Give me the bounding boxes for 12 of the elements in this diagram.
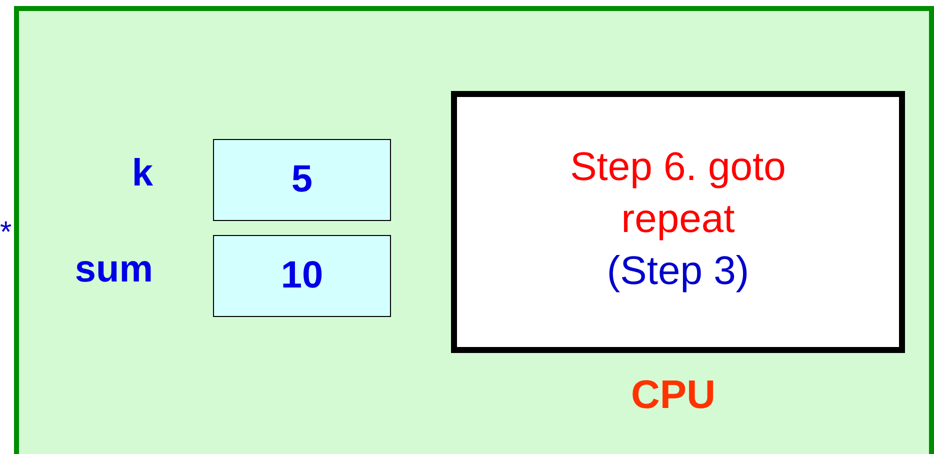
instruction-box bbox=[451, 91, 905, 353]
variable-name: k bbox=[132, 152, 153, 196]
variable-name: sum bbox=[74, 248, 153, 292]
variable-value: 5 bbox=[291, 158, 313, 202]
cpu-label: CPU bbox=[631, 373, 716, 418]
variable-value: 10 bbox=[280, 254, 324, 298]
variable-box bbox=[213, 139, 391, 221]
step-reference: (Step 3) bbox=[606, 248, 750, 295]
cpu-panel bbox=[14, 6, 934, 454]
asterisk-mark: * bbox=[0, 216, 12, 250]
variable-box bbox=[213, 235, 391, 317]
instruction-text: Step 6. goto repeat bbox=[569, 144, 787, 243]
